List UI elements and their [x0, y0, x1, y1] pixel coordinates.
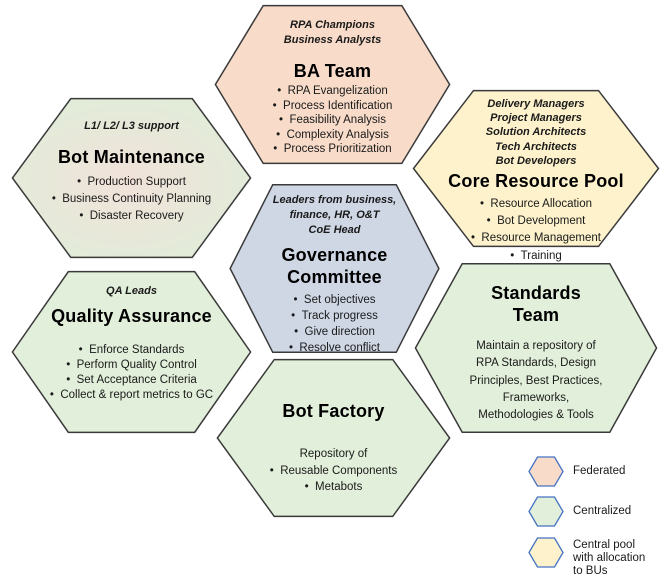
legend-label-centralized: Centralized [573, 505, 632, 517]
hexagon-shape-icon [411, 89, 661, 248]
hexagon-content: Leaders from business, finance, HR, O&T Co… [228, 183, 441, 354]
hexagon-polygon [215, 6, 449, 164]
legend-hexagon-polygon [528, 456, 564, 487]
role-label: Bot Developers [495, 154, 577, 167]
bullet-item: • Enforce Standards [78, 343, 185, 356]
bullet-list: • Resource Allocation • Bot Development • … [429, 196, 644, 265]
roles-list: L1/ L2/ L3 support [84, 119, 179, 134]
bullet-item: • Training [510, 249, 562, 262]
bullet-item: • RPA Evangelization [277, 84, 388, 97]
role-label: CoE Head [308, 223, 361, 236]
hexagon-title: BA Team [293, 60, 372, 81]
bullet-item: • Resource Management [471, 232, 601, 245]
bullet-item: • Business Continuity Planning [51, 193, 212, 206]
hexagon-shape-icon [10, 270, 253, 434]
legend-label-central-pool: Central pool with allocation to BUs [573, 539, 646, 577]
bullet-list: • Set objectives • Track progress • Give d… [252, 292, 417, 356]
legend-item-centralized: Centralized [528, 496, 631, 527]
bullet-item: • Process Identification [272, 99, 393, 112]
hexagon-polygon [415, 264, 656, 433]
hexagon-shape-icon [228, 183, 441, 354]
legend-hexagon-federated-icon [528, 456, 564, 487]
hexagon-shape-icon [213, 4, 452, 165]
hexagon-polygon [230, 185, 439, 353]
hexagon-polygon [12, 272, 250, 433]
role-label: L1/ L2/ L3 support [84, 120, 179, 132]
hexagon-title: Bot Factory [282, 401, 385, 421]
legend-label-federated: Federated [573, 465, 626, 477]
bullet-item: • Resolve conflict [289, 342, 380, 355]
body-text: Maintain a repository of RPA Standards, … [469, 340, 603, 421]
bullet-item: • Resource Allocation [479, 197, 593, 210]
role-label: QA Leads [106, 285, 157, 297]
hexagon-shape-icon [413, 262, 659, 434]
hexagon-title: Bot Maintenance [57, 146, 206, 167]
hexagon-title: Standards Team [491, 283, 581, 325]
hexagon-polygon [12, 99, 250, 258]
bullet-item: • Track progress [291, 309, 378, 322]
bullet-item: • Feasibility Analysis [279, 114, 386, 127]
bullet-item: • Reusable Components [269, 465, 398, 478]
legend-hexagon-polygon [528, 496, 564, 527]
hexagon-shape-icon [10, 97, 253, 259]
roles-list: QA Leads [106, 284, 157, 299]
bullet-item: • Complexity Analysis [276, 128, 389, 141]
role-label: Leaders from business, [272, 194, 397, 206]
bullet-item: • Production Support [77, 175, 186, 188]
hexagon-shape-icon [215, 358, 452, 518]
role-label: Business Analysts [283, 33, 382, 46]
hexagon-title: Quality Assurance [51, 305, 212, 326]
legend-hexagon-polygon [528, 537, 564, 568]
bullet-item: • Perform Quality Control [66, 359, 197, 372]
bullet-item: • Collect & report metrics to GC [49, 389, 214, 402]
legend-hexagon-central-pool-icon [528, 537, 564, 568]
bullet-item: • Disaster Recovery [79, 210, 184, 223]
role-label: Delivery Managers [487, 98, 585, 110]
roles-list: Leaders from business, finance, HR, O&T Co… [273, 193, 397, 238]
bullet-item: • Give direction [294, 326, 375, 339]
role-label: finance, HR, O&T [289, 208, 380, 221]
role-label: Solution Architects [485, 126, 587, 139]
hexagon-polygon [414, 91, 659, 247]
hexagon-title: Governance Committee [281, 244, 388, 287]
role-label: RPA Champions [290, 19, 375, 31]
legend-hexagon-centralized-icon [528, 496, 564, 527]
bullet-list: • RPA Evangelization • Process Identifica… [230, 84, 435, 157]
hexagon-title: Core Resource Pool [448, 170, 624, 191]
bullet-list: • Production Support • Business Continuit… [47, 174, 217, 226]
legend-item-central-pool: Central pool with allocation to BUs [528, 537, 658, 577]
bullet-list: • Reusable Components • Metabots [234, 463, 434, 495]
hexagon-governance-committee: Leaders from business, finance, HR, O&T Co… [228, 183, 441, 354]
intro-line: Repository of [299, 448, 368, 460]
bullet-list: • Enforce Standards • Perform Quality Con… [38, 343, 226, 404]
role-label: Project Managers [490, 112, 582, 125]
legend-item-federated: Federated [528, 456, 625, 487]
bullet-item: • Set Acceptance Criteria [66, 374, 197, 387]
bullet-item: • Process Prioritization [273, 143, 392, 156]
bullet-item: • Metabots [304, 481, 363, 494]
bullet-item: • Set objectives [293, 293, 376, 306]
hexagon-polygon [217, 360, 449, 517]
role-label: Tech Architects [495, 140, 577, 153]
bullet-item: • Bot Development [486, 215, 586, 228]
